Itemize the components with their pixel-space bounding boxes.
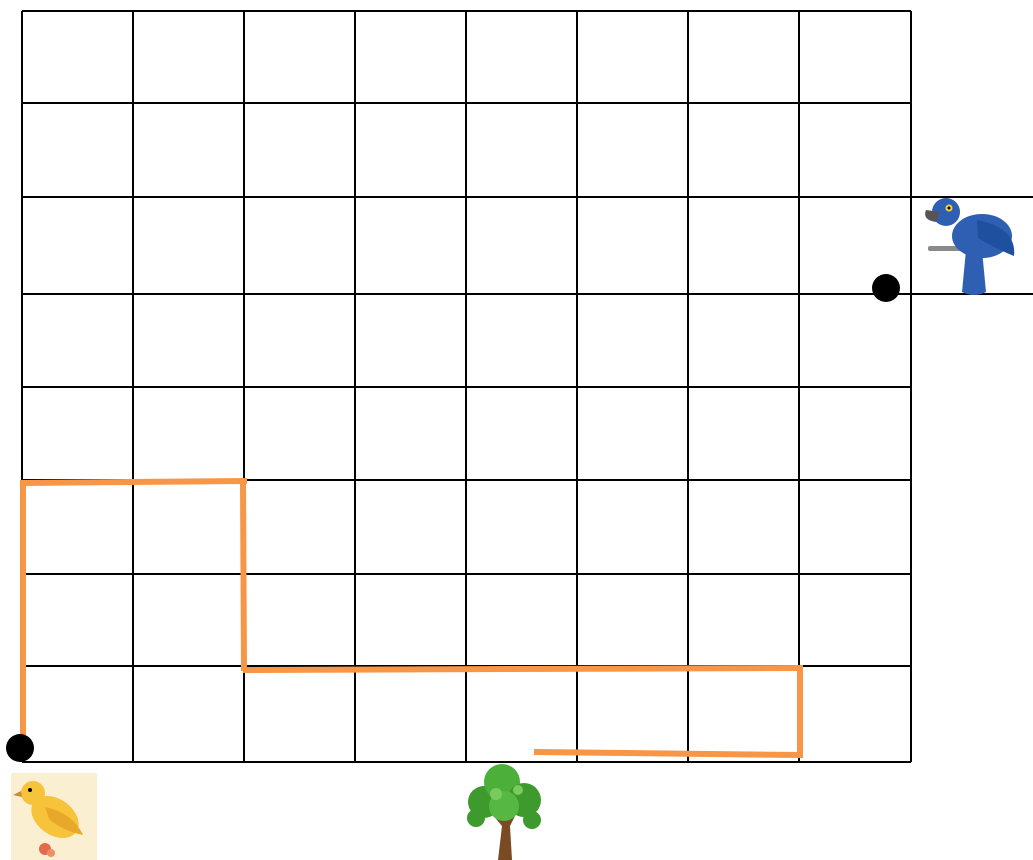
end-dot-icon <box>872 274 900 302</box>
route-segment <box>246 668 799 670</box>
route-segment <box>537 752 800 755</box>
blue-macaw-icon <box>925 198 1014 295</box>
tree-icon <box>467 764 541 860</box>
grid <box>22 11 1033 762</box>
route <box>23 481 800 755</box>
route-segment <box>23 481 244 483</box>
yellow-canary-icon <box>11 773 97 860</box>
route-segment <box>243 481 244 668</box>
start-dot-icon <box>6 734 34 762</box>
